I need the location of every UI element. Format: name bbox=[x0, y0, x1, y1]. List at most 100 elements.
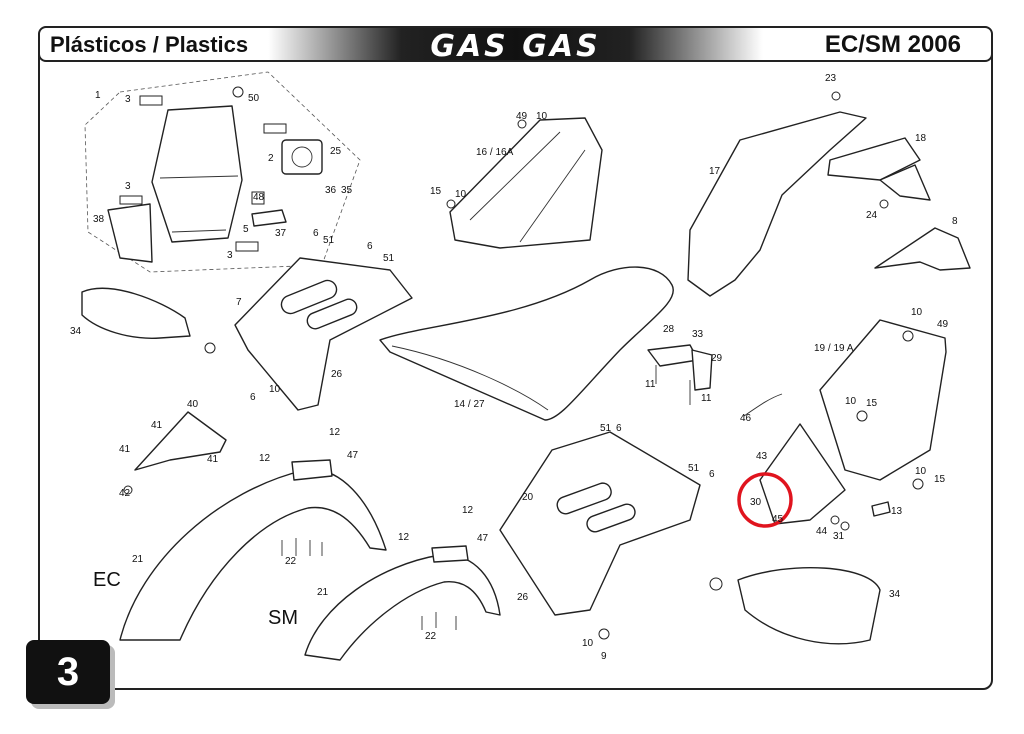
bolt-15b bbox=[856, 410, 868, 422]
fastener-3b bbox=[119, 195, 143, 205]
front-fender-ec-group bbox=[119, 459, 387, 641]
bracket-28 bbox=[647, 344, 699, 367]
brand-logo: GAS GAS bbox=[430, 29, 601, 62]
callout-3b: 3 bbox=[125, 181, 131, 192]
section-title: Plásticos / Plastics bbox=[50, 32, 249, 57]
bolt-49a bbox=[517, 119, 527, 129]
callout-46: 46 bbox=[740, 413, 752, 424]
clip-50 bbox=[232, 86, 244, 98]
callout-38: 38 bbox=[93, 214, 105, 225]
callout-14-27: 14 / 27 bbox=[454, 399, 485, 410]
fastener-2 bbox=[263, 123, 287, 134]
headlight-mask bbox=[151, 105, 243, 243]
callout-15a: 15 bbox=[430, 186, 442, 197]
callout-33: 33 bbox=[692, 329, 704, 340]
headlight-group bbox=[84, 71, 361, 273]
variant-sm-label: SM bbox=[268, 607, 298, 629]
fork-guard-40 bbox=[134, 411, 227, 471]
callout-3c: 3 bbox=[227, 250, 233, 261]
hand-guard-right bbox=[737, 567, 881, 645]
callout-2: 2 bbox=[268, 153, 274, 164]
bolt-49b bbox=[902, 330, 914, 342]
side-cover-group bbox=[819, 319, 947, 517]
fork-guard-group bbox=[123, 411, 227, 495]
callout-49a: 49 bbox=[516, 111, 528, 122]
callout-24: 24 bbox=[866, 210, 878, 221]
bolt-23 bbox=[831, 91, 841, 101]
seat-bracket-group bbox=[647, 344, 713, 405]
callout-45: 45 bbox=[772, 514, 784, 525]
callout-26b: 26 bbox=[517, 592, 529, 603]
callout-19-19a: 19 / 19 A bbox=[814, 343, 854, 354]
callout-40: 40 bbox=[187, 399, 199, 410]
callout-18: 18 bbox=[915, 133, 927, 144]
callout-41c: 41 bbox=[207, 454, 219, 465]
frame-guard-group bbox=[743, 393, 850, 531]
front-fender-sm bbox=[304, 554, 501, 661]
callout-21b: 21 bbox=[317, 587, 329, 598]
callout-3a: 3 bbox=[125, 94, 131, 105]
callout-41a: 41 bbox=[151, 420, 163, 431]
side-cover-19 bbox=[819, 319, 947, 481]
fastener-3c bbox=[235, 241, 259, 252]
side-panel-7-vent-b bbox=[306, 298, 358, 330]
bracket-37 bbox=[251, 209, 287, 227]
page-number-tab: 3 bbox=[26, 640, 110, 704]
highlight-circle bbox=[737, 472, 793, 528]
model-title: EC/SM 2006 bbox=[824, 31, 961, 58]
frame-guard-43 bbox=[759, 423, 846, 525]
rear-fender-group bbox=[687, 91, 931, 297]
callout-49b: 49 bbox=[937, 319, 949, 330]
page-header: Plásticos / Plastics GAS GAS EC/SM 2006 bbox=[38, 26, 993, 62]
fender-mount-47a bbox=[291, 459, 333, 481]
callout-51b: 51 bbox=[383, 253, 395, 264]
seat-seam bbox=[391, 345, 549, 411]
bolt-44 bbox=[830, 515, 840, 525]
callout-11a: 11 bbox=[645, 379, 656, 390]
bolt-42 bbox=[123, 485, 133, 495]
callout-34b: 34 bbox=[889, 589, 901, 600]
fender-mount-47b bbox=[431, 545, 469, 563]
callout-12b: 12 bbox=[259, 453, 271, 464]
headlight-mask-detail bbox=[159, 175, 239, 233]
callout-51a: 51 bbox=[323, 235, 335, 246]
callout-34a: 34 bbox=[70, 326, 82, 337]
callout-51d: 51 bbox=[688, 463, 700, 474]
callout-5: 5 bbox=[243, 224, 249, 235]
bolt-31 bbox=[840, 521, 850, 531]
callout-9: 9 bbox=[601, 651, 607, 662]
hand-guard-left-group bbox=[81, 287, 216, 354]
rear-fender-tip bbox=[879, 164, 931, 201]
front-fender-sm-group bbox=[304, 545, 501, 661]
callout-22b: 22 bbox=[425, 631, 437, 642]
callout-8: 8 bbox=[952, 216, 958, 227]
callout-12a: 12 bbox=[329, 427, 341, 438]
callout-10b: 10 bbox=[536, 111, 548, 122]
callout-22a: 22 bbox=[285, 556, 297, 567]
callout-21a: 21 bbox=[132, 554, 144, 565]
callout-7: 7 bbox=[236, 297, 242, 308]
callout-6e: 6 bbox=[709, 469, 715, 480]
callout-51c: 51 bbox=[600, 423, 612, 434]
callout-48: 48 bbox=[253, 192, 265, 203]
callout-15b: 15 bbox=[866, 398, 878, 409]
callout-6c: 6 bbox=[250, 392, 256, 403]
front-side-panel-group bbox=[234, 257, 413, 411]
callout-6d: 6 bbox=[616, 423, 622, 434]
callout-12c: 12 bbox=[462, 505, 474, 516]
hose-46 bbox=[743, 393, 783, 417]
airbox-cover-group bbox=[446, 117, 603, 249]
bolt-15a bbox=[446, 199, 456, 209]
callout-11b: 11 bbox=[701, 393, 712, 404]
callout-10f: 10 bbox=[915, 466, 927, 477]
bracket-29 bbox=[691, 349, 713, 391]
callout-10d: 10 bbox=[911, 307, 923, 318]
callout-47a: 47 bbox=[347, 450, 359, 461]
callout-1: 1 bbox=[95, 90, 101, 101]
callout-15c: 15 bbox=[934, 474, 946, 485]
callout-41b: 41 bbox=[119, 444, 131, 455]
callout-12d: 12 bbox=[398, 532, 410, 543]
callout-13: 13 bbox=[891, 506, 903, 517]
rear-fender-17 bbox=[687, 111, 867, 297]
